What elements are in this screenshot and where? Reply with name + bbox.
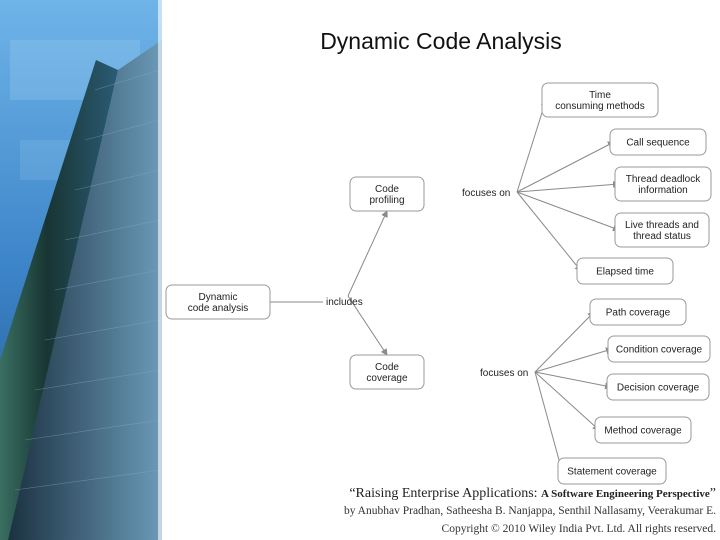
code-profiling-node-edge [347,210,388,297]
leaf-node-thread-deadlock-information-label: Thread deadlock [626,174,701,185]
book-citation: “Raising Enterprise Applications: A Soft… [240,486,716,538]
slide-title: Dynamic Code Analysis [320,28,562,54]
focuses-on-label-1: focuses on [462,188,510,199]
leaf-node-time-consuming-methods-label: Time [589,90,611,101]
citation-subtitle: A Software Engineering Perspective [541,488,710,500]
root-node-dynamic-code-analysis-label: code analysis [188,303,249,314]
leaf-node-statement-coverage-label: Statement coverage [567,467,657,478]
citation-authors: by Anubhav Pradhan, Satheesha B. Nanjapp… [343,505,716,517]
leaf-node-call-sequence-edge [516,141,615,193]
code-coverage-node-label: coverage [366,373,408,384]
leaf-node-condition-coverage-label: Condition coverage [616,345,703,356]
leaf-node-elapsed-time-edge [516,191,582,272]
leaf-node-decision-coverage: Decision coverage [606,373,710,401]
leaf-node-path-coverage: Path coverage [589,298,687,326]
leaf-node-method-coverage-edge [534,371,600,431]
leaf-node-live-threads-and-thread-status-label: thread status [633,231,691,242]
citation-title-line: “Raising Enterprise Applications: A Soft… [240,486,716,502]
code-profiling-node-label: Code [375,184,399,195]
code-profiling-node-label: profiling [369,195,404,206]
leaf-node-condition-coverage-edge [534,347,613,373]
leaf-node-decision-coverage-label: Decision coverage [617,383,700,394]
leaf-node-call-sequence: Call sequence [609,128,707,156]
leaf-node-path-coverage-label: Path coverage [606,308,671,319]
leaf-node-path-coverage-edge [534,311,595,373]
leaf-node-condition-coverage: Condition coverage [607,335,711,363]
leaf-node-elapsed-time-label: Elapsed time [596,267,654,278]
leaf-node-decision-coverage-edge [534,371,612,390]
leaf-node-thread-deadlock-information-edge [516,180,620,193]
citation-book-title: “Raising Enterprise Applications: [349,486,538,501]
code-coverage-node-label: Code [375,362,399,373]
citation-close-quote: ” [709,486,716,501]
leaf-node-statement-coverage-edge [534,371,564,472]
leaf-node-statement-coverage: Statement coverage [557,457,667,485]
includes-label: includes [326,297,363,308]
focuses-on-label-2: focuses on [480,368,528,379]
root-node-dynamic-code-analysis-label: Dynamic [199,292,238,303]
leaf-node-live-threads-and-thread-status-edge [516,191,620,232]
leaf-node-method-coverage-label: Method coverage [604,426,682,437]
leaf-node-live-threads-and-thread-status-label: Live threads and [625,220,699,231]
leaf-node-time-consuming-methods-label: consuming methods [555,101,645,112]
leaf-node-elapsed-time: Elapsed time [576,257,674,285]
leaf-node-method-coverage: Method coverage [594,416,692,444]
leaf-node-time-consuming-methods-edge [516,99,548,193]
citation-copyright: Copyright © 2010 Wiley India Pvt. Ltd. A… [441,523,716,535]
leaf-node-call-sequence-label: Call sequence [626,138,690,149]
code-coverage-node-edge [347,295,388,356]
decorative-skyscraper-sidebar [0,0,162,540]
leaf-node-thread-deadlock-information-label: information [638,185,687,196]
